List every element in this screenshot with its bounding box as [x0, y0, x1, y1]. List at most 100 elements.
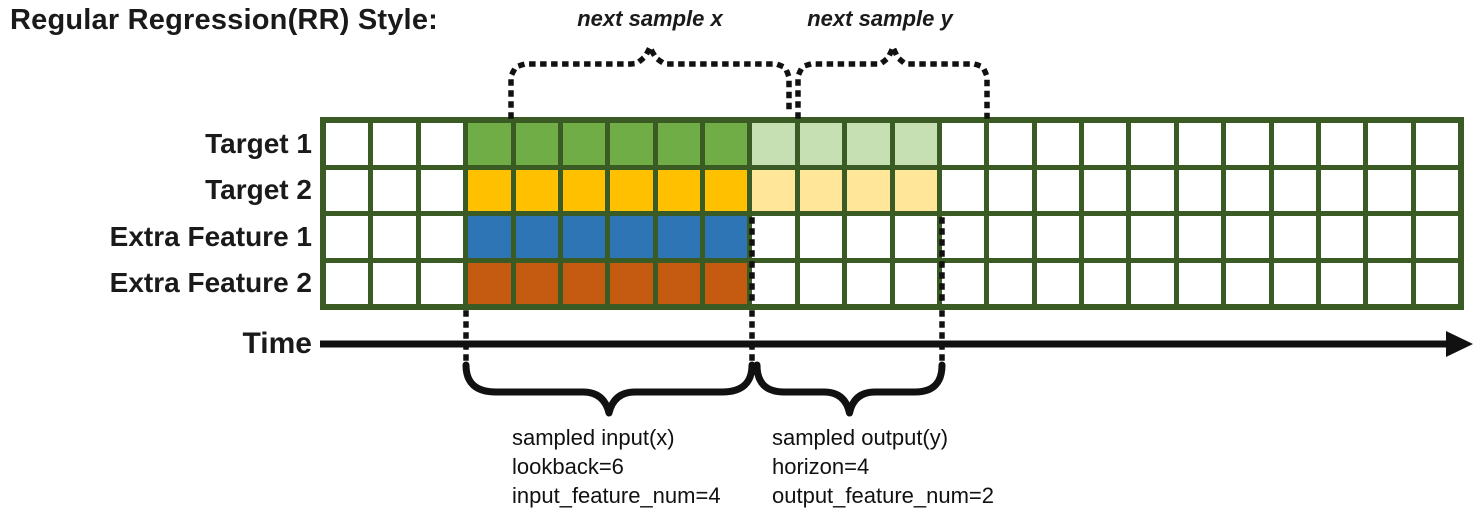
- row-label-extra-feature-1: Extra Feature 1: [109, 221, 312, 252]
- grid-cell: [1320, 216, 1364, 258]
- grid-cell: [657, 216, 700, 258]
- grid-cell: [562, 216, 606, 258]
- grid-cell: [989, 262, 1032, 304]
- grid-cell: [894, 216, 937, 258]
- sampled-input-title: sampled input(x): [512, 425, 675, 450]
- grid-cell: [1084, 169, 1127, 211]
- output-feature-num-value: output_feature_num=2: [772, 483, 995, 508]
- grid-cell: [1036, 123, 1079, 165]
- grid-cell: [1036, 262, 1079, 304]
- grid-cell: [847, 216, 890, 258]
- grid-cell: [941, 216, 985, 258]
- row-label-extra-feature-2: Extra Feature 2: [109, 267, 312, 298]
- grid-cell: [326, 216, 369, 258]
- grid-cell: [1415, 169, 1458, 211]
- grid-cell: [373, 216, 416, 258]
- grid-cell: [894, 169, 937, 211]
- grid-cell: [941, 262, 985, 304]
- grid-cell: [326, 262, 369, 304]
- next-sample-y-brace: [795, 38, 990, 119]
- grid-cell: [657, 169, 700, 211]
- grid-cell: [562, 262, 606, 304]
- sampled-input-brace: [462, 361, 756, 417]
- time-axis-arrowhead: [1446, 331, 1473, 357]
- grid-cell: [1178, 262, 1222, 304]
- grid-cell: [657, 262, 700, 304]
- grid-cell: [799, 169, 843, 211]
- grid-cell: [1273, 216, 1316, 258]
- horizon-value: horizon=4: [772, 454, 870, 479]
- grid-cell: [1368, 216, 1411, 258]
- grid-cell: [1415, 216, 1458, 258]
- next-sample-x-brace: [508, 39, 792, 119]
- next-sample-y-label: next sample y: [807, 6, 953, 31]
- grid-cell: [373, 123, 416, 165]
- grid-cell: [515, 123, 558, 165]
- page-title: Regular Regression(RR) Style:: [10, 4, 438, 36]
- grid-cell: [752, 123, 795, 165]
- sampled-input-note: sampled input(x) lookback=6 input_featur…: [512, 423, 721, 510]
- grid-cell: [610, 262, 653, 304]
- grid-cell: [420, 123, 464, 165]
- grid-cell: [1226, 123, 1269, 165]
- input-feature-num-value: input_feature_num=4: [512, 483, 721, 508]
- lookback-value: lookback=6: [512, 454, 624, 479]
- grid-cell: [1273, 169, 1316, 211]
- grid-cell: [562, 123, 606, 165]
- grid-cell: [847, 169, 890, 211]
- grid-cell: [705, 123, 748, 165]
- grid-cell: [562, 169, 606, 211]
- grid-cell: [610, 216, 653, 258]
- sample-grid: [320, 117, 1464, 310]
- grid-cell: [610, 169, 653, 211]
- grid-cell: [847, 262, 890, 304]
- grid-cell: [799, 262, 843, 304]
- grid-cell: [1178, 169, 1222, 211]
- row-label-target-2: Target 2: [205, 174, 312, 205]
- grid-cell: [515, 169, 558, 211]
- grid-cell: [799, 216, 843, 258]
- grid-cell: [1320, 123, 1364, 165]
- grid-cell: [799, 123, 843, 165]
- grid-cell: [894, 262, 937, 304]
- grid-cell: [1320, 262, 1364, 304]
- grid-cell: [1226, 262, 1269, 304]
- grid-cell: [420, 262, 464, 304]
- grid-cell: [1131, 169, 1174, 211]
- grid-cell: [1368, 169, 1411, 211]
- grid-cell: [941, 169, 985, 211]
- grid-cell: [373, 262, 416, 304]
- grid-cell: [705, 169, 748, 211]
- grid-cell: [1084, 262, 1127, 304]
- grid-cell: [1226, 216, 1269, 258]
- next-sample-x-label: next sample x: [577, 6, 723, 31]
- grid-cell: [1368, 262, 1411, 304]
- grid-cell: [752, 216, 795, 258]
- grid-cell: [468, 169, 511, 211]
- grid-cell: [752, 262, 795, 304]
- grid-cell: [1273, 123, 1316, 165]
- time-axis-label: Time: [242, 327, 312, 360]
- grid-cell: [989, 123, 1032, 165]
- grid-cell: [1273, 262, 1316, 304]
- sampled-output-brace: [753, 361, 946, 417]
- grid-cell: [1131, 123, 1174, 165]
- grid-cell: [1415, 262, 1458, 304]
- grid-cell: [468, 123, 511, 165]
- grid-cell: [1320, 169, 1364, 211]
- grid-cell: [989, 169, 1032, 211]
- grid-cell: [468, 262, 511, 304]
- grid-cell: [1178, 123, 1222, 165]
- grid-cell: [705, 262, 748, 304]
- grid-cell: [847, 123, 890, 165]
- grid-cell: [420, 169, 464, 211]
- grid-cell: [657, 123, 700, 165]
- grid-cell: [1084, 216, 1127, 258]
- grid-cell: [752, 169, 795, 211]
- grid-cell: [941, 123, 985, 165]
- grid-cell: [610, 123, 653, 165]
- grid-cell: [326, 123, 369, 165]
- grid-cell: [1415, 123, 1458, 165]
- grid-cell: [894, 123, 937, 165]
